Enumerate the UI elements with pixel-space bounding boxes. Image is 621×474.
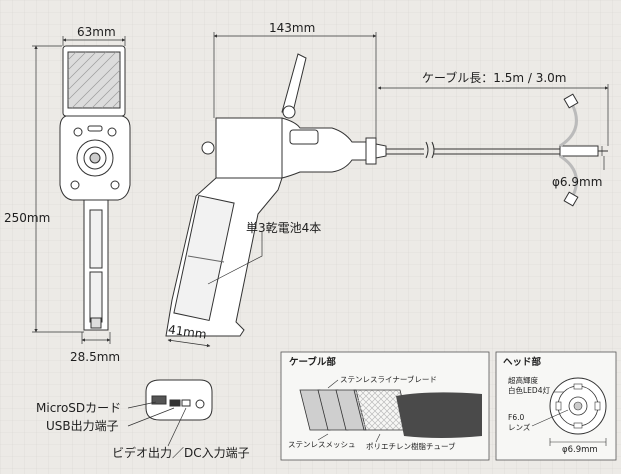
- cable: [386, 93, 608, 207]
- battery-callout: 単3乾電池4本: [246, 221, 322, 235]
- lens-label-line2: レンズ: [508, 423, 531, 432]
- cable-section-title: ケーブル部: [289, 357, 336, 368]
- tube-label: ポリエチレン樹脂チューブ: [366, 442, 456, 451]
- connector-callout-lines: [127, 401, 187, 447]
- head-diameter-label: φ6.9mm: [552, 175, 603, 189]
- front-dimension-lines: [32, 36, 126, 344]
- head-diameter-small-label: φ6.9mm: [562, 445, 598, 455]
- side-view: [165, 53, 387, 337]
- front-view: [59, 45, 131, 331]
- led-label-line2: 白色LED4灯: [508, 386, 550, 395]
- bottom-width-label: 28.5mm: [70, 350, 121, 364]
- liner-blade-label: ステンレスライナーブレード: [340, 375, 437, 384]
- microsd-callout: MicroSDカード: [36, 401, 122, 415]
- head-section-panel: [495, 351, 617, 461]
- side-length-label: 143mm: [269, 21, 316, 35]
- height-label: 250mm: [4, 211, 51, 225]
- side-dimension-lines: [167, 32, 609, 348]
- lens-label-line1: F6.0: [508, 413, 525, 422]
- head-section-title: ヘッド部: [503, 357, 542, 368]
- cable-section-panel: [280, 351, 490, 461]
- mesh-label: ステンレスメッシュ: [288, 440, 356, 449]
- cable-length-label: ケーブル長：1.5m / 3.0m: [422, 71, 567, 85]
- led-label-line1: 超高輝度: [508, 376, 538, 385]
- usb-callout: USB出力端子: [46, 419, 119, 433]
- connector-detail: [145, 379, 213, 421]
- front-width-label: 63mm: [77, 25, 116, 39]
- video-dc-callout: ビデオ出力／DC入力端子: [112, 446, 250, 460]
